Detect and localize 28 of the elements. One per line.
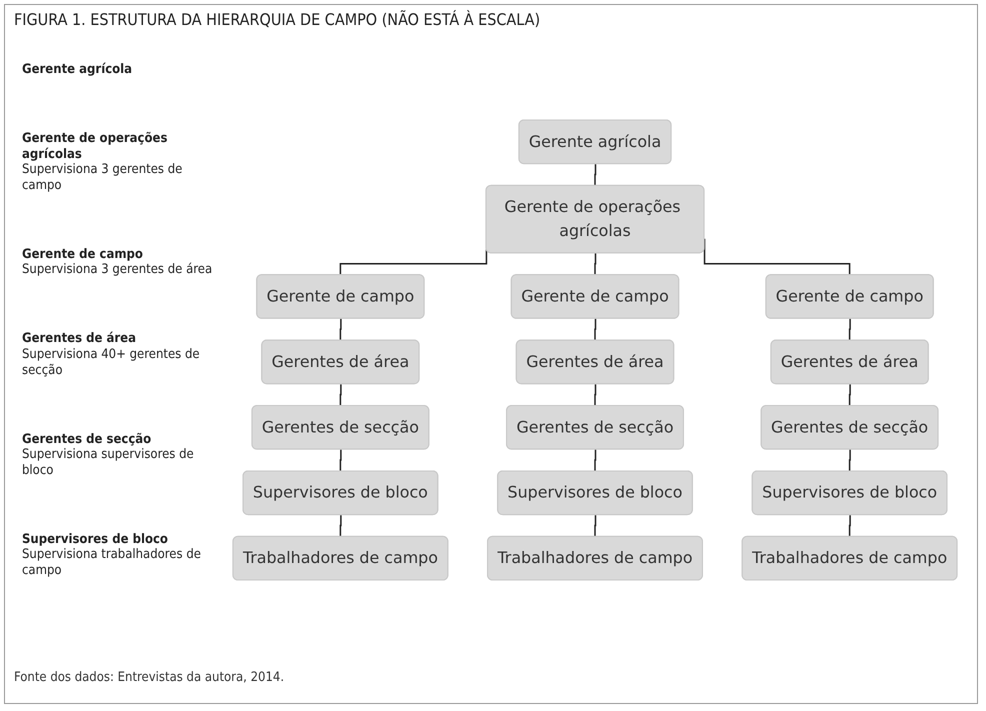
level-heading: Gerentes de área (22, 331, 137, 347)
connector (594, 515, 596, 538)
connector (594, 318, 596, 342)
figure-title: FIGURA 1. ESTRUTURA DA HIERARQUIA DE CAMPO (NÃO ESTÁ À ESCALA) (14, 10, 540, 29)
level-description: Supervisiona 40+ gerentes de secção (22, 346, 201, 378)
level-heading: Gerente de campo (22, 246, 144, 262)
level-description: Supervisiona 3 gerentes de área (22, 262, 214, 278)
connector (848, 318, 851, 342)
level-description: Supervisiona 3 gerentes de campo (22, 162, 184, 194)
level-heading: Gerente agrícola (22, 62, 134, 78)
connector (594, 253, 596, 276)
connector (340, 450, 342, 472)
connector (340, 384, 342, 407)
connector (848, 450, 851, 472)
level-description: Supervisiona trabalhadores de campo (22, 547, 202, 579)
connector (594, 450, 596, 472)
connector (340, 318, 342, 342)
level-heading: Gerentes de secção (22, 432, 152, 448)
level-heading: Supervisores de bloco (22, 532, 169, 548)
connector (848, 384, 851, 407)
connector (594, 164, 596, 187)
source-caption: Fonte dos dados: Entrevistas da autora, 2014. (14, 670, 284, 685)
level-description: Supervisiona supervisores de bloco (22, 447, 195, 478)
connector (594, 384, 596, 407)
hierarchy-chart: Gerente agrícola Gerente de operações agrícolas Gerente de campo Gerente de campo Gerente de campo Gerentes de área Gerentes de área Gerentes de área Gerentes de secção Gerentes de secção Gerentes de secção Supervisores de bloco Supervisores de bloco Supervisores de bloco Trabalhadores de campo Trabalhadores de campo Trabalhadores de campo (225, 50, 965, 650)
level-heading: Gerente de operações agrícolas (22, 131, 168, 162)
connector (848, 515, 851, 538)
connector (340, 515, 342, 538)
